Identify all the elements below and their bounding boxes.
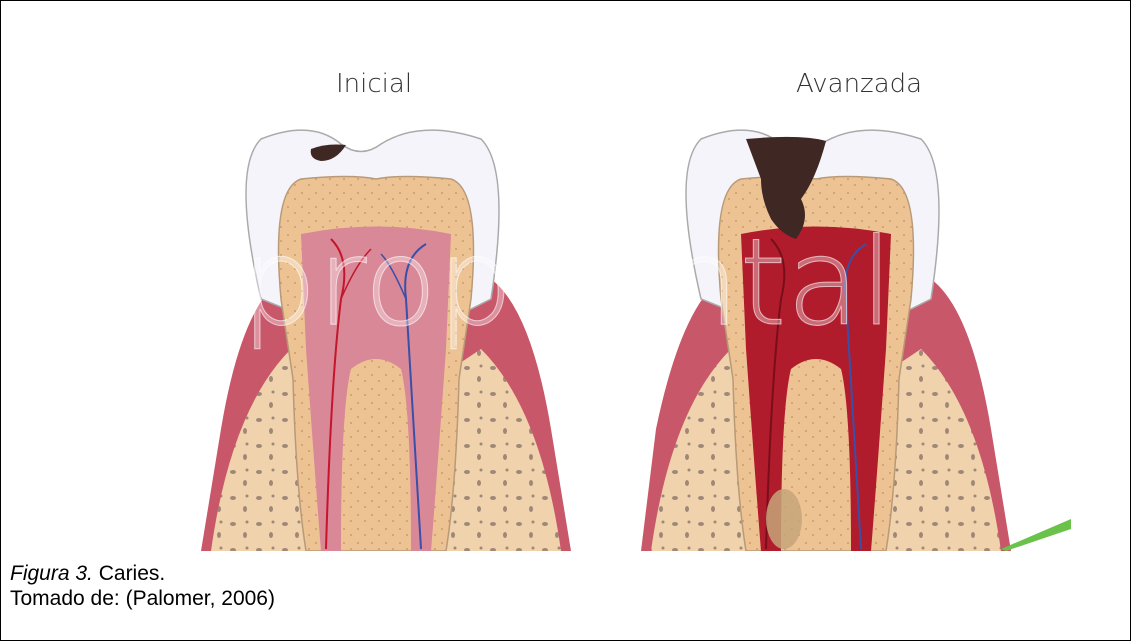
advanced-abscess — [766, 489, 802, 549]
figure-label: Figura 3. — [10, 562, 93, 585]
figure-source: Tomado de: (Palomer, 2006) — [10, 586, 275, 611]
advanced-label: Avanzada — [796, 69, 922, 99]
initial-label: Inicial — [336, 69, 412, 99]
watermark: propdental — [241, 214, 893, 353]
figure-title: Caries. — [99, 562, 166, 585]
caption-line-1: Figura 3. Caries. — [10, 561, 275, 586]
caries-illustration: Inicial Avanzada propdental — [201, 49, 1071, 551]
figure-caption: Figura 3. Caries. Tomado de: (Palomer, 2… — [10, 561, 275, 611]
dental-instrument — [1001, 519, 1071, 551]
